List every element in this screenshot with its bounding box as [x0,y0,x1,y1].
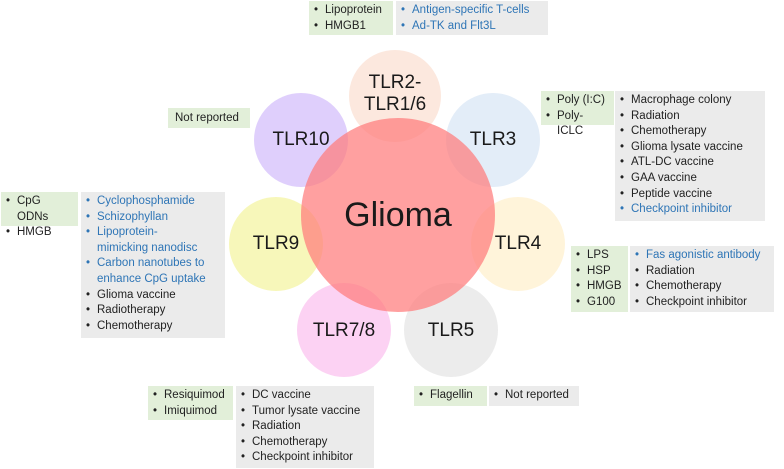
tlr3-therapy: GAA vaccine [620,171,759,187]
tlr4-therapy: Fas agonistic antibody [635,248,768,264]
tlr9-therapy: Chemotherapy [86,319,219,335]
tlr5-ligand: Flagellin [419,388,481,404]
tlr7-therapy: Tumor lysate vaccine [241,404,368,420]
tlr4-ligand: HSP [576,264,622,280]
tlr7-therapy: DC vaccine [241,388,368,404]
tlr7-therapy: Chemotherapy [241,435,368,451]
tlr3-therapy: Peptide vaccine [620,187,759,203]
tlr9-therapy: Carbon nanotubes to enhance CpG uptake [86,256,219,287]
tlr9-therapy: Lipoprotein- mimicking nanodisc [86,225,219,256]
tlr3-therapy: ATL-DC vaccine [620,155,759,171]
tlr2-ligands-box: Lipoprotein HMGB1 [309,1,393,35]
circle-tlr2 [349,50,441,142]
tlr7-therapy: Radiation [241,419,368,435]
tlr5-therapy: Not reported [494,388,573,404]
tlr9-ligand: HMGB [6,225,72,241]
tlr5-label: TLR5 [427,320,475,341]
tlr3-therapy: Checkpoint inhibitor [620,202,759,218]
tlr9-therapy: Schizophyllan [86,210,219,226]
tlr3-therapy: Glioma lysate vaccine [620,140,759,156]
tlr2-label: TLR2- TLR1/6 [363,72,427,115]
tlr2-therapy: Ad-TK and Flt3L [401,19,542,35]
tlr3-label: TLR3 [469,129,517,150]
tlr2-therapy: Antigen-specific T-cells [401,3,542,19]
tlr4-therapy: Checkpoint inhibitor [635,295,768,311]
tlr2-ligand: Lipoprotein [314,3,387,19]
tlr4-therapy: Radiation [635,264,768,280]
tlr7-therapy: Checkpoint inhibitor [241,450,368,466]
tlr7-ligands-box: Resiquimod Imiquimod [148,386,233,420]
tlr9-ligands-box: CpG ODNs HMGB [1,192,78,240]
tlr3-ligand: Poly (I:C) [546,93,608,109]
tlr2-therapies-box: Antigen-specific T-cells Ad-TK and Flt3L [396,1,548,35]
tlr9-label: TLR9 [252,233,300,254]
tlr9-therapies-box: Cyclophosphamide Schizophyllan Lipoprote… [81,192,225,338]
tlr9-ligand: CpG ODNs [6,194,72,225]
tlr7-therapies-box: DC vaccine Tumor lysate vaccine Radiatio… [236,386,374,468]
tlr10-not-reported: Not reported [175,112,239,124]
tlr10-label: TLR10 [272,129,330,150]
tlr3-ligands-box: Poly (I:C) Poly-ICLC [541,91,614,137]
tlr9-therapy: Glioma vaccine [86,288,219,304]
tlr3-therapies-box: Macrophage colony Radiation Chemotherapy… [615,91,765,221]
tlr4-therapy: Chemotherapy [635,279,768,295]
tlr3-therapy: Radiation [620,109,759,125]
tlr10-ligands-box: Not reported [168,108,250,128]
tlr5-therapies-box: Not reported [489,386,579,406]
tlr7-ligand: Resiquimod [153,388,227,404]
tlr3-ligand: Poly-ICLC [546,109,608,140]
tlr4-ligand: G100 [576,295,622,311]
tlr7-ligand: Imiquimod [153,404,227,420]
tlr9-therapy: Radiotherapy [86,303,219,319]
tlr4-therapies-box: Fas agonistic antibody Radiation Chemoth… [630,246,774,312]
tlr2-ligand: HMGB1 [314,19,387,35]
glioma-label: Glioma [344,196,452,234]
tlr4-ligand: HMGB [576,279,622,295]
tlr3-therapy: Macrophage colony [620,93,759,109]
tlr9-therapy: Cyclophosphamide [86,194,219,210]
tlr5-ligands-box: Flagellin [414,386,487,406]
tlr4-ligand: LPS [576,248,622,264]
circle-tlr9 [229,197,323,291]
circle-glioma [301,118,495,312]
tlr4-label: TLR4 [494,233,542,254]
tlr7-label: TLR7/8 [312,320,376,341]
tlr4-ligands-box: LPS HSP HMGB G100 [571,246,628,312]
tlr3-therapy: Chemotherapy [620,124,759,140]
